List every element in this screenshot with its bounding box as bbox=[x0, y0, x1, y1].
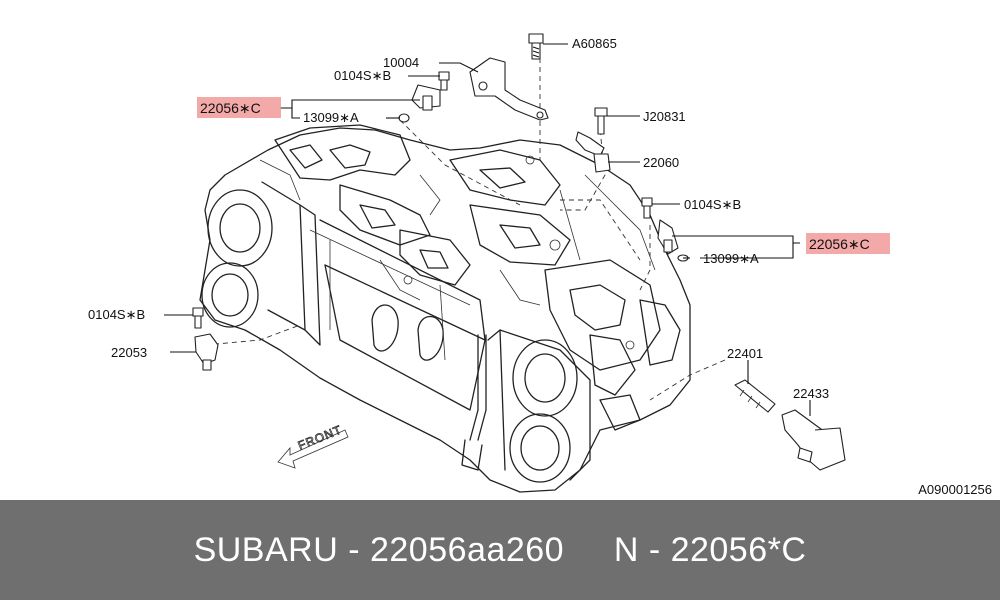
bracket-10004-drawing bbox=[469, 57, 549, 121]
label-22056-c-top: 22056∗C bbox=[200, 100, 261, 116]
footer-gap bbox=[564, 531, 614, 569]
bolt-right-drawing bbox=[641, 197, 653, 219]
front-direction-indicator: FRONT bbox=[277, 422, 349, 469]
label-leader-lines bbox=[164, 43, 811, 416]
bolt-left-drawing bbox=[192, 307, 204, 329]
label-0104s-b-top: 0104S∗B bbox=[334, 68, 391, 83]
sensor-22053-drawing bbox=[194, 333, 219, 371]
bolt-top-drawing bbox=[438, 71, 450, 91]
engine-parts-diagram: FRONT A60865 10004 0104S∗B 22056∗C 13099… bbox=[88, 33, 992, 497]
part-number: 22056aa260 bbox=[369, 530, 565, 569]
brand-name: SUBARU bbox=[193, 530, 339, 569]
label-j20831: J20831 bbox=[643, 109, 686, 124]
dashed-leader-lines bbox=[204, 58, 726, 401]
bolt-j20831-drawing bbox=[594, 107, 608, 135]
engine-block-drawing bbox=[199, 124, 691, 493]
oring-top-drawing bbox=[398, 113, 410, 123]
label-22433: 22433 bbox=[793, 386, 829, 401]
ignition-coil-22433-drawing bbox=[781, 409, 846, 471]
label-22060: 22060 bbox=[643, 155, 679, 170]
sensor-top-drawing bbox=[411, 84, 441, 111]
label-22053: 22053 bbox=[111, 345, 147, 360]
label-0104s-b-right: 0104S∗B bbox=[684, 197, 741, 212]
bolt-a60865-drawing bbox=[528, 33, 544, 60]
label-22401: 22401 bbox=[727, 346, 763, 361]
sensor-right-drawing bbox=[657, 219, 679, 255]
highlight-box-top bbox=[197, 97, 281, 118]
label-13099-a-top: 13099∗A bbox=[303, 110, 359, 125]
reference-code: N - 22056*C bbox=[613, 530, 807, 569]
label-13099-a-right: 13099∗A bbox=[703, 251, 759, 266]
footer-separator: - bbox=[338, 530, 370, 569]
highlight-box-right bbox=[806, 233, 890, 254]
label-10004: 10004 bbox=[383, 55, 419, 70]
label-a60865: A60865 bbox=[572, 36, 617, 51]
spark-plug-22401-drawing bbox=[734, 379, 776, 413]
footer-text: SUBARU - 22056aa260 N - 22056*C bbox=[194, 531, 807, 570]
diagram-code: A090001256 bbox=[918, 482, 992, 497]
footer-bar: SUBARU - 22056aa260 N - 22056*C bbox=[0, 500, 1000, 600]
sensor-22060-drawing bbox=[575, 131, 611, 173]
label-0104s-b-left: 0104S∗B bbox=[88, 307, 145, 322]
label-22056-c-right: 22056∗C bbox=[809, 236, 870, 252]
part-labels: A60865 10004 0104S∗B 22056∗C 13099∗A J20… bbox=[88, 36, 992, 497]
front-label: FRONT bbox=[296, 422, 344, 452]
